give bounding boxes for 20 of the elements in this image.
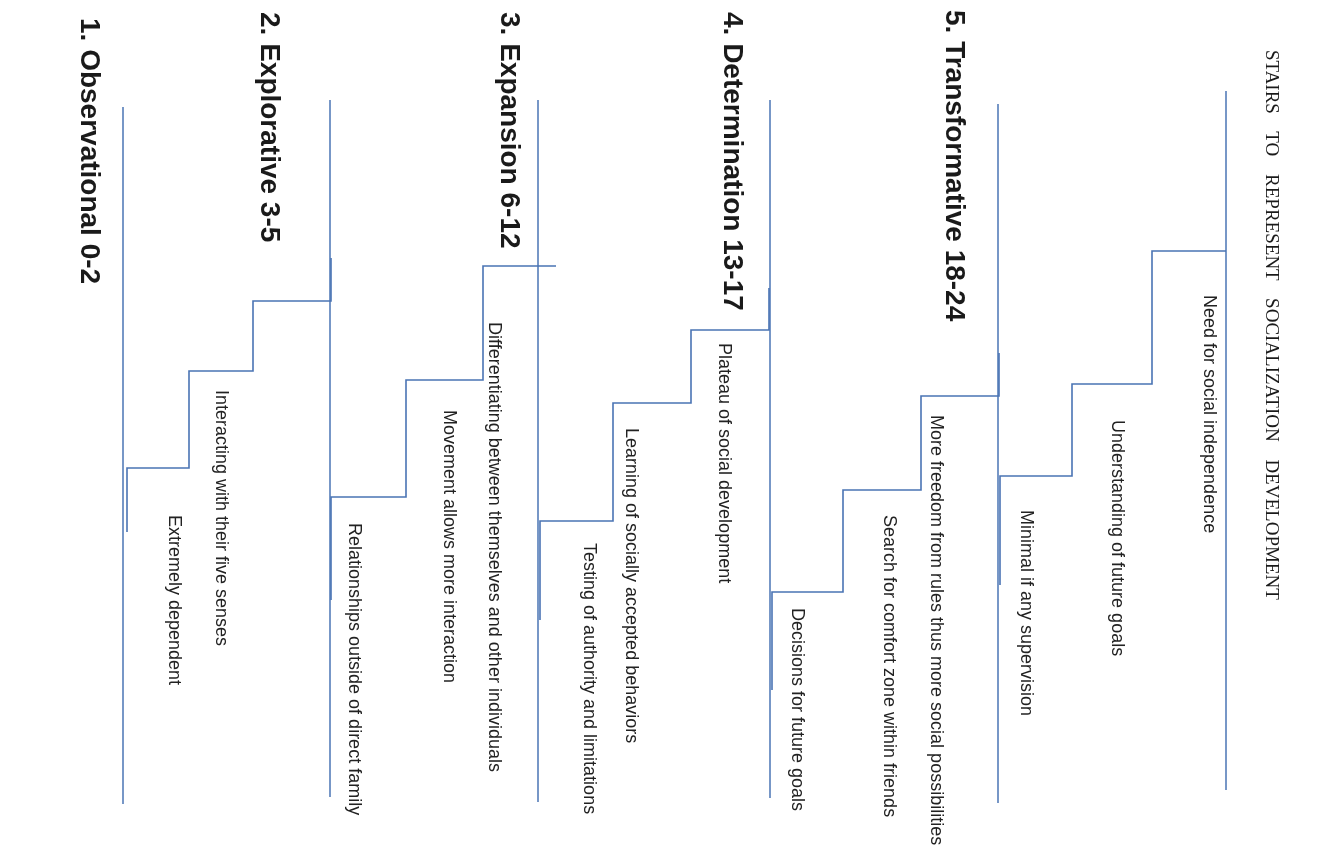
stage-heading: 1. Observational 0-2 (74, 18, 107, 285)
step-description: Relationships outside of direct family (344, 523, 366, 816)
stage-heading: 2. Explorative 3-5 (254, 12, 287, 243)
step-description: Need for social independence (1199, 295, 1221, 534)
step-description: Extremely dependent (164, 515, 186, 686)
step-description: Movement allows more interaction (439, 410, 461, 684)
step-description: Differentiating between themselves and other individuals (484, 322, 506, 772)
step-description: Testing of authority and limitations (579, 543, 601, 815)
step-description: Decisions for future goals (787, 608, 809, 812)
stage-heading: 3. Expansion 6-12 (494, 12, 527, 249)
step-description: Plateau of social development (714, 343, 736, 584)
step-description: Learning of socially accepted behaviors (621, 428, 643, 744)
step-description: More freedom from rules thus more social possibilities (926, 415, 948, 846)
step-description: Minimal if any supervision (1016, 510, 1038, 717)
stage-heading: 4. Determination 13-17 (717, 12, 750, 311)
step-description: Understanding of future goals (1107, 420, 1129, 657)
stage-heading: 5. Transformative 18-24 (939, 10, 972, 322)
step-description: Interacting with their five senses (211, 390, 233, 647)
diagram-title: STAIRS TO REPRESENT SOCIALIZATION DEVELOPMENT (1261, 50, 1283, 600)
step-description: Search for comfort zone within friends (879, 515, 901, 818)
